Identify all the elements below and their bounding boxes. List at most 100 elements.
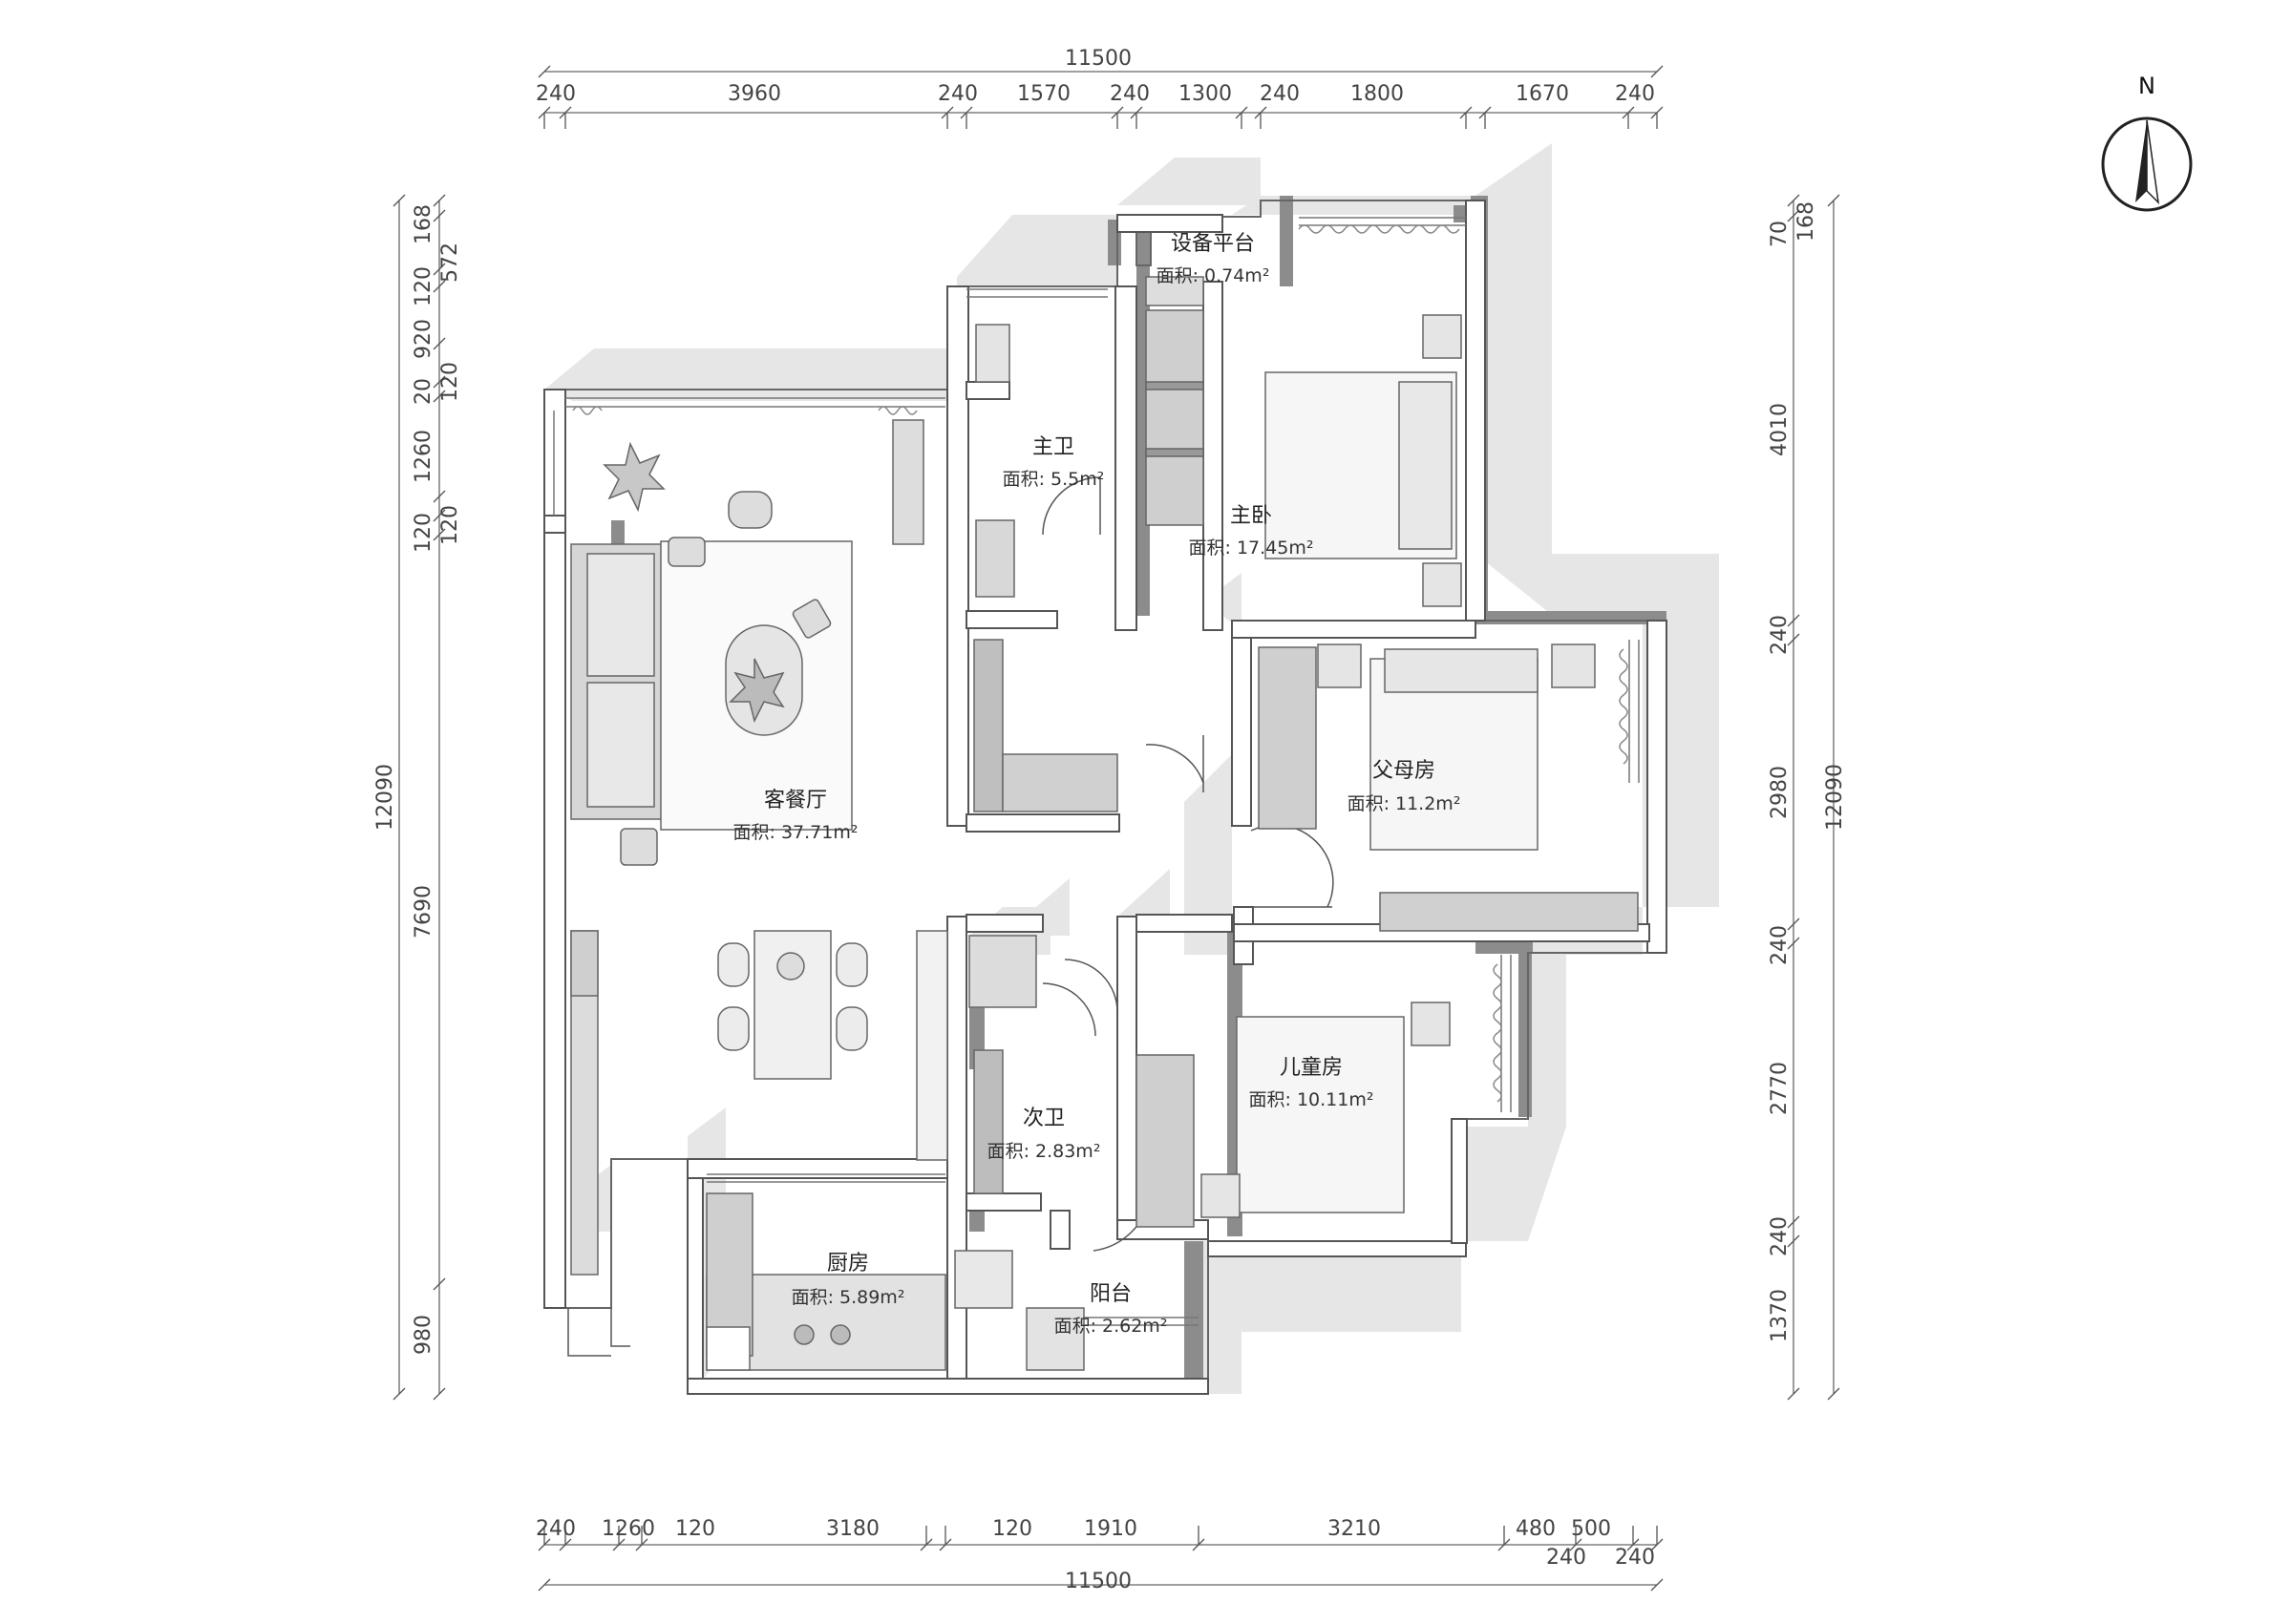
room-name-kitchen: 厨房 (827, 1252, 869, 1276)
dim-top-3: 1570 (1017, 82, 1071, 106)
dim-tick-top-total-start (538, 65, 551, 78)
dim-left-10: 980 (412, 1315, 435, 1355)
dim-bottom-lower-1: 240 (1615, 1546, 1655, 1570)
dim-tick-left-1 (433, 209, 446, 222)
room-labels: 设备平台 面积: 0.74m² 主卫 面积: 5.5m² 主卧 面积: 17.4… (733, 232, 1461, 1337)
dim-tick-left-5 (433, 375, 446, 389)
dim-left-1: 572 (438, 243, 462, 283)
dim-left-5: 120 (438, 362, 462, 402)
kids-bed (1236, 1016, 1405, 1213)
dim-right-0: 70 (1768, 221, 1792, 247)
dim-bottom-lower-0: 240 (1546, 1546, 1586, 1570)
dim-left-4: 20 (412, 378, 435, 405)
room-name-second-bath: 次卫 (1023, 1107, 1065, 1130)
dim-tick-left-2 (433, 263, 446, 276)
dim-right-1: 168 (1794, 201, 1818, 242)
dim-bottom-6: 3210 (1327, 1517, 1381, 1541)
dim-left-8: 120 (438, 505, 462, 545)
dim-bottom-8: 500 (1571, 1517, 1611, 1541)
dim-top-6: 240 (1260, 82, 1300, 106)
dim-right-2: 4010 (1768, 403, 1792, 456)
dim-tick-left-10 (433, 1277, 446, 1291)
dim-tick-right-8 (1787, 1387, 1800, 1401)
room-area-master-bedroom: 面积: 17.45m² (1189, 538, 1314, 559)
dim-tick-right-2 (1787, 614, 1800, 627)
dim-tick-bottom-total-end (1650, 1578, 1664, 1592)
room-name-balcony: 阳台 (1090, 1282, 1132, 1306)
compass-north-label: N (2138, 73, 2155, 99)
dim-right-5: 240 (1768, 925, 1792, 965)
room-name-equipment: 设备平台 (1171, 232, 1255, 256)
dim-tick-top-total-end (1650, 65, 1664, 78)
room-area-kitchen: 面积: 5.89m² (792, 1287, 905, 1308)
dim-tick-left-0 (433, 194, 446, 207)
dim-right-total: 12090 (1823, 764, 1847, 831)
dim-bottom-1: 1260 (602, 1517, 655, 1541)
room-area-second-bath: 面积: 2.83m² (987, 1141, 1101, 1162)
room-area-balcony: 面积: 2.62m² (1054, 1316, 1168, 1337)
dim-tick-right-1 (1787, 209, 1800, 222)
dim-top-5: 1300 (1178, 82, 1232, 106)
dim-bottom-3: 3180 (826, 1517, 880, 1541)
furniture (570, 276, 1639, 1371)
dim-right-6: 2770 (1768, 1062, 1792, 1115)
dim-left-6: 1260 (412, 430, 435, 483)
dim-right-3: 240 (1768, 615, 1792, 655)
dim-top-1: 3960 (728, 82, 781, 106)
room-area-master-bath: 面积: 5.5m² (1003, 469, 1105, 490)
dim-bottom-total: 11500 (1065, 1570, 1132, 1593)
dim-bottom-0: 240 (536, 1517, 576, 1541)
dimension-right: 12090 70 168 4010 240 2980 240 2770 240 … (1768, 201, 1847, 1342)
dim-right-4: 2980 (1768, 766, 1792, 819)
dim-bottom-7: 480 (1516, 1517, 1556, 1541)
room-area-living-dining: 面积: 37.71m² (733, 822, 859, 843)
dim-tick-right-0 (1787, 194, 1800, 207)
dimension-ticks (393, 65, 1840, 1592)
dim-tick-left-6 (433, 390, 446, 403)
dim-tick-right-total-end (1827, 1387, 1840, 1401)
room-name-master-bedroom: 主卧 (1230, 504, 1272, 528)
room-name-kids-room: 儿童房 (1280, 1056, 1343, 1080)
dim-left-2: 120 (412, 266, 435, 306)
dim-tick-left-11 (433, 1387, 446, 1401)
room-area-equipment: 面积: 0.74m² (1157, 265, 1270, 286)
dim-bottom-2: 120 (675, 1517, 715, 1541)
north-compass: N (2101, 73, 2193, 212)
dimension-bottom: 240 1260 120 3180 120 1910 3210 480 500 … (536, 1517, 1655, 1593)
dim-top-4: 240 (1110, 82, 1150, 106)
dim-tick-left-4 (433, 337, 446, 350)
dim-tick-left-8 (433, 509, 446, 522)
dim-top-total: 11500 (1065, 47, 1132, 71)
dim-left-9: 7690 (412, 885, 435, 939)
dim-right-7: 240 (1768, 1216, 1792, 1256)
dimension-left: 12090 168 572 120 920 20 120 1260 120 12… (373, 204, 462, 1355)
dim-top-0: 240 (536, 82, 576, 106)
dim-tick-left-9 (433, 528, 446, 541)
dim-tick-right-3 (1787, 633, 1800, 646)
dim-tick-right-7 (1787, 1234, 1800, 1248)
room-area-parents-room: 面积: 11.2m² (1348, 793, 1461, 814)
room-name-living-dining: 客餐厅 (764, 789, 827, 812)
dimension-lines (398, 71, 1835, 1586)
dim-tick-left-total-start (393, 194, 406, 207)
dim-tick-right-6 (1787, 1215, 1800, 1229)
dimension-top: 11500 240 3960 240 1570 240 1300 240 180… (536, 47, 1655, 106)
dim-tick-left-total-end (393, 1387, 406, 1401)
curtains (572, 224, 1628, 1103)
room-area-kids-room: 面积: 10.11m² (1249, 1089, 1374, 1110)
dim-tick-left-7 (433, 490, 446, 503)
dim-tick-right-5 (1787, 937, 1800, 950)
dim-tick-right-4 (1787, 917, 1800, 931)
dim-right-8: 1370 (1768, 1289, 1792, 1342)
dim-tick-right-total-start (1827, 194, 1840, 207)
room-name-master-bath: 主卫 (1032, 435, 1074, 459)
dim-left-0: 168 (412, 204, 435, 244)
dim-top-2: 240 (938, 82, 978, 106)
dim-bottom-4: 120 (992, 1517, 1032, 1541)
dim-top-9: 240 (1615, 82, 1655, 106)
dim-left-3: 920 (412, 319, 435, 359)
dim-left-total: 12090 (373, 764, 397, 831)
dim-top-7: 1800 (1350, 82, 1404, 106)
dim-tick-left-3 (433, 280, 446, 293)
